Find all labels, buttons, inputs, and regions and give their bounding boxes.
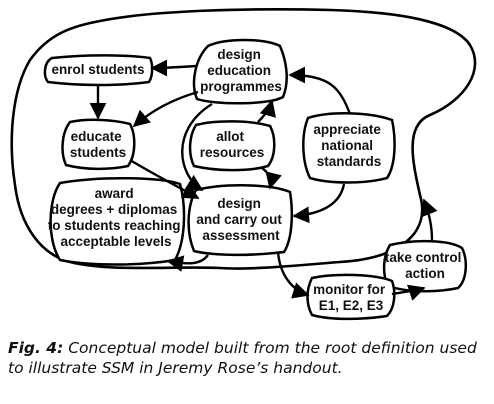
node-label-line: acceptable levels bbox=[60, 234, 171, 249]
node-label-line: programmes bbox=[200, 79, 282, 94]
node-outline-design-assessment bbox=[187, 184, 294, 257]
node-label-design-assessment: design and carry out assessment bbox=[196, 196, 285, 243]
arrow-educate-to-assessment bbox=[129, 158, 200, 200]
system-boundary bbox=[10, 8, 477, 270]
node-label-enrol-students: enrol students bbox=[51, 62, 144, 77]
node-label-allot-resources: allot resources bbox=[200, 129, 265, 160]
node-label-line: degrees + diplomas bbox=[51, 202, 177, 217]
figure-label: Fig. 4: bbox=[8, 339, 64, 357]
node-label-line: action bbox=[405, 266, 445, 281]
node-label-monitor: monitor for E1, E2, E3 bbox=[313, 282, 389, 313]
node-label-line: educate bbox=[71, 129, 123, 144]
node-label-design-programmes: design education programmes bbox=[200, 47, 282, 94]
arrow-control-to-boundary bbox=[421, 198, 438, 241]
node-outline-take-control bbox=[382, 239, 467, 293]
arrow-programmes-to-educate bbox=[132, 90, 199, 128]
node-label-line: take control bbox=[385, 250, 462, 265]
node-label-line: appreciate bbox=[313, 122, 381, 137]
figure-caption: Fig. 4: Conceptual model built from the … bbox=[8, 338, 488, 378]
node-label-line: assessment bbox=[202, 228, 280, 243]
arrow-allot-to-assessment bbox=[261, 167, 282, 190]
figure-caption-text: Conceptual model built from the root def… bbox=[8, 339, 477, 377]
node-label-line: resources bbox=[200, 145, 265, 160]
node-label-educate-students: educate students bbox=[70, 129, 126, 160]
node-label-line: monitor for bbox=[313, 282, 386, 297]
node-label-line: standards bbox=[317, 154, 382, 169]
node-label-line: education bbox=[207, 63, 271, 78]
arrow-allot-to-programmes bbox=[257, 99, 276, 123]
node-label-line: award bbox=[95, 186, 134, 201]
node-label-line: to students reaching bbox=[48, 218, 181, 233]
conceptual-model-diagram: enrol students design education programm… bbox=[10, 8, 477, 321]
node-outline-allot-resources bbox=[188, 120, 276, 172]
node-label-line: national bbox=[321, 138, 373, 153]
arrow-assessment-to-award bbox=[166, 254, 209, 272]
node-label-line: design bbox=[217, 196, 261, 211]
node-outline-monitor bbox=[306, 273, 396, 321]
arrow-appreciate-to-assessment bbox=[292, 183, 346, 224]
node-outline-design-programmes bbox=[192, 38, 288, 105]
node-outline-educate-students bbox=[61, 118, 136, 171]
arrow-programmes-to-enrol bbox=[150, 59, 197, 77]
node-label-appreciate-standards: appreciate national standards bbox=[313, 122, 384, 169]
node-outline-appreciate-standards bbox=[302, 112, 396, 184]
node-outline-enrol-students bbox=[43, 54, 154, 87]
node-label-take-control: take control action bbox=[385, 250, 465, 281]
node-label-line: enrol students bbox=[51, 62, 144, 77]
arrow-assessment-to-monitor bbox=[276, 251, 310, 299]
node-label-line: design bbox=[217, 47, 261, 62]
arrow-monitor-to-control bbox=[391, 284, 426, 301]
node-label-line: E1, E2, E3 bbox=[319, 298, 384, 313]
node-label-line: students bbox=[70, 145, 126, 160]
node-label-award-degrees: award degrees + diplomas to students rea… bbox=[48, 186, 185, 249]
arrow-appreciate-to-programmes bbox=[288, 66, 352, 115]
node-label-line: allot bbox=[216, 129, 244, 144]
node-label-line: and carry out bbox=[196, 212, 282, 227]
